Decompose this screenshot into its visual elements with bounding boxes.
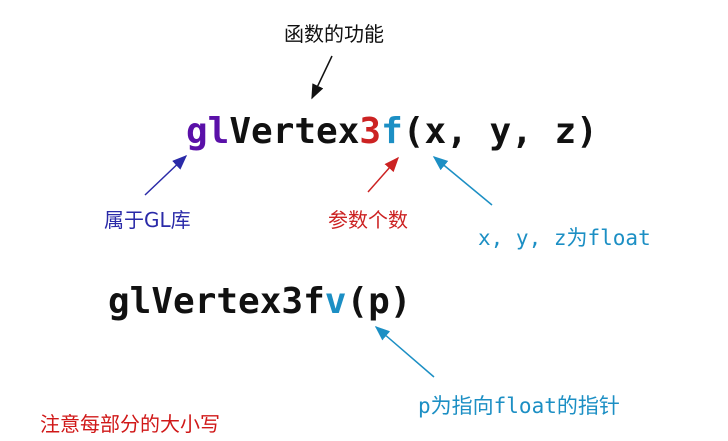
arrow-to-function-name [311,55,333,100]
vector-signature: glVertex3fv(p) [108,282,411,322]
arrow-to-count [367,156,399,193]
param-count: 3 [359,111,382,152]
v-suffix: v [324,281,347,322]
function-purpose-label: 函数的功能 [284,22,384,46]
xyz-float-label: x, y, z为float [478,226,651,250]
function-name: Vertex [229,111,360,152]
param-count-label: 参数个数 [328,208,408,232]
param-type: f [381,111,403,152]
case-note-label: 注意每部分的大小写 [40,412,220,436]
arrow-to-type [432,156,493,206]
arrow-to-v-suffix [374,326,435,378]
arrow-to-gl-prefix [144,154,188,196]
vector-function-name: glVertex3f [108,281,325,322]
vector-args: (p) [346,281,412,322]
function-args: (x, y, z) [402,111,598,152]
p-pointer-label: p为指向float的指针 [418,394,620,418]
gl-prefix: gl [186,111,230,152]
function-signature: glVertex3f(x, y, z) [186,112,598,152]
gl-library-label: 属于GL库 [104,208,191,232]
